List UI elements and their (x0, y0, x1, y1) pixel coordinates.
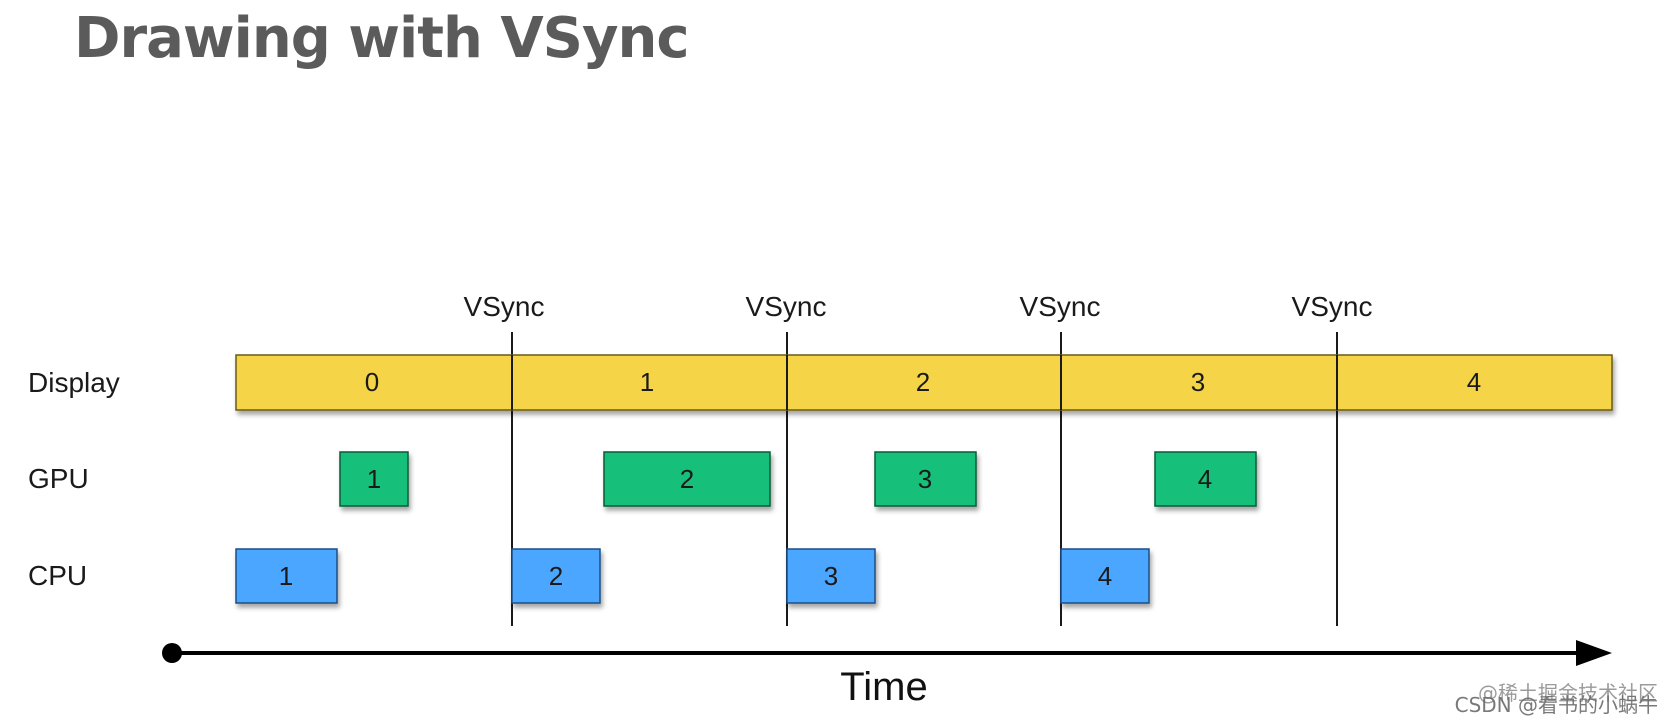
display-frame-label: 0 (365, 367, 379, 397)
cpu-row: 1 2 3 4 (235, 548, 1150, 604)
gpu-block (874, 451, 977, 507)
gpu-block-label: 2 (680, 464, 694, 494)
cpu-block-label: 1 (279, 561, 293, 591)
gpu-block-label: 4 (1198, 464, 1212, 494)
vsync-label: VSync (464, 291, 545, 322)
watermark-csdn: CSDN @看书的小蜗牛 (1455, 693, 1658, 717)
vsync-label: VSync (746, 291, 827, 322)
display-frame-label: 1 (640, 367, 654, 397)
time-axis-label: Time (840, 665, 927, 709)
cpu-block (511, 548, 601, 604)
cpu-block (235, 548, 338, 604)
watermark-juejin: @稀土掘金技术社区 (1478, 681, 1658, 705)
row-label-cpu: CPU (28, 560, 87, 591)
gpu-block-label: 1 (367, 464, 381, 494)
time-axis: Time (162, 640, 1612, 709)
cpu-block-label: 4 (1098, 561, 1112, 591)
cpu-block (786, 548, 876, 604)
row-label-gpu: GPU (28, 463, 89, 494)
display-frame-label: 4 (1467, 367, 1481, 397)
display-bar (235, 354, 1613, 411)
vsync-label: VSync (1292, 291, 1373, 322)
cpu-block-label: 3 (824, 561, 838, 591)
gpu-block (603, 451, 771, 507)
slide-title: Drawing with VSync (74, 6, 690, 71)
cpu-block (1060, 548, 1150, 604)
display-frame-label: 2 (916, 367, 930, 397)
gpu-block-label: 3 (918, 464, 932, 494)
gpu-block (1154, 451, 1257, 507)
time-axis-arrowhead (1576, 640, 1612, 666)
gpu-row: 1 2 3 4 (339, 451, 1257, 507)
display-row: 0 1 2 3 4 (235, 354, 1613, 411)
cpu-block-label: 2 (549, 561, 563, 591)
display-frame-label: 3 (1191, 367, 1205, 397)
row-label-display: Display (28, 367, 120, 398)
gpu-block (339, 451, 409, 507)
vsync-label: VSync (1020, 291, 1101, 322)
